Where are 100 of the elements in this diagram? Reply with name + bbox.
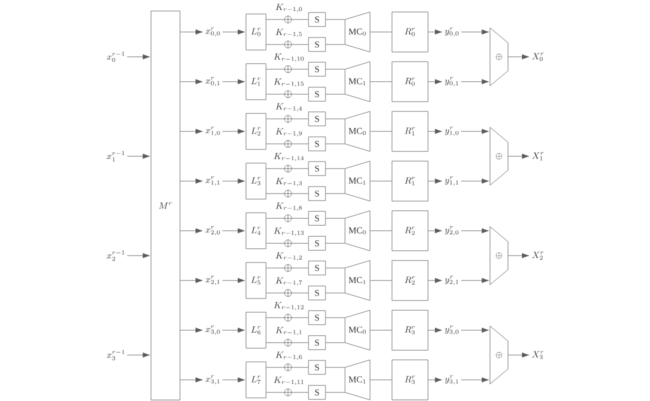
variable-label: $y_{0,1}^{r}$ xyxy=(444,77,458,86)
arrow xyxy=(180,128,203,134)
arrow xyxy=(222,278,245,284)
connector-line xyxy=(292,243,308,244)
arrow xyxy=(428,79,442,84)
arrow xyxy=(460,377,489,382)
connector-line xyxy=(326,193,345,194)
connector-line xyxy=(292,193,308,194)
connector-line xyxy=(326,243,345,244)
s-box: S xyxy=(308,86,326,102)
connector-line xyxy=(266,342,284,343)
linear-layer-box: $L_{0}^{r}$ xyxy=(246,14,266,50)
linear-layer-box: $L_{1}^{r}$ xyxy=(246,63,266,100)
arrow xyxy=(126,54,150,60)
linear-layer-box: $L_{4}^{r}$ xyxy=(246,212,266,250)
xor-trapezoid: $\oplus$ xyxy=(490,226,508,285)
arrow xyxy=(222,29,245,35)
connector-line xyxy=(266,317,284,318)
arrow xyxy=(508,154,530,159)
connector-line xyxy=(266,168,284,169)
arrow xyxy=(222,79,245,84)
key-label: $K_{r-1,9}$ xyxy=(276,128,302,137)
variable-label: $x_{3,0}^{r}$ xyxy=(206,326,220,335)
round-box: $R_{2}^{r}$ xyxy=(392,260,428,301)
connector-line xyxy=(370,230,392,232)
round-box: $R_{0}^{r}$ xyxy=(392,12,428,52)
connector-line xyxy=(292,342,308,343)
arrow xyxy=(180,228,203,234)
key-label: $K_{r-1,6}$ xyxy=(276,352,302,360)
connector-line xyxy=(266,392,284,393)
variable-label: $y_{3,0}^{r}$ xyxy=(444,326,458,335)
variable-label: $X_{3}^{r}$ xyxy=(532,350,544,360)
s-box: S xyxy=(308,310,326,325)
s-box: S xyxy=(308,37,326,52)
key-label: $K_{r-1,4}$ xyxy=(276,103,302,112)
arrow xyxy=(126,253,150,258)
trapezoid-block: $\mathrm{MC}_{1}$ xyxy=(344,360,370,400)
connector-line xyxy=(266,243,284,244)
arrow xyxy=(180,328,203,333)
arrow xyxy=(180,79,203,84)
variable-label: $y_{0,0}^{r}$ xyxy=(444,27,458,37)
arrow xyxy=(222,128,245,134)
variable-label: $X_{0}^{r}$ xyxy=(532,52,544,61)
round-box: $R_{1}^{r}$ xyxy=(392,111,428,152)
arrow xyxy=(180,29,203,35)
arrow xyxy=(428,228,442,234)
arrow xyxy=(428,328,442,333)
xor-trapezoid: $\oplus$ xyxy=(490,127,508,186)
connector-line xyxy=(370,131,392,132)
xor-trapezoid: $\oplus$ xyxy=(490,28,508,86)
connector-line xyxy=(326,392,345,393)
trapezoid-block: $\mathrm{MC}_{1}$ xyxy=(344,61,370,102)
variable-label: $y_{1,0}^{r}$ xyxy=(444,126,458,136)
variable-label: $y_{2,1}^{r}$ xyxy=(444,276,458,286)
key-label: $K_{r-1,10}$ xyxy=(274,54,304,62)
s-box: S xyxy=(308,286,326,300)
connector-line xyxy=(326,218,345,219)
key-label: $K_{r-1,14}$ xyxy=(274,152,304,162)
trapezoid-block: $\mathrm{MC}_{0}$ xyxy=(344,111,370,152)
connector-line xyxy=(292,68,308,70)
variable-label: $x_{1,0}^{r}$ xyxy=(206,126,220,136)
key-label: $K_{r-1,11}$ xyxy=(274,376,304,386)
arrow xyxy=(428,278,442,284)
arrow xyxy=(222,377,245,382)
s-box: S xyxy=(308,260,326,276)
s-box: S xyxy=(308,211,326,226)
key-label: $K_{r-1,1}$ xyxy=(276,327,302,336)
arrow xyxy=(180,278,203,284)
round-box: $R_{3}^{r}$ xyxy=(392,360,428,400)
arrow xyxy=(460,228,489,234)
variable-label: $x_{2,1}^{r}$ xyxy=(206,276,220,286)
arrow xyxy=(428,29,442,35)
connector-line xyxy=(292,218,308,219)
s-box: S xyxy=(308,385,326,400)
round-box: $R_{2}^{r}$ xyxy=(392,210,428,252)
arrow xyxy=(508,54,530,60)
connector-line xyxy=(266,19,284,20)
trapezoid-block: $\mathrm{MC}_{0}$ xyxy=(344,310,370,350)
arrow xyxy=(508,352,530,358)
arrow xyxy=(428,128,442,134)
round-box: $R_{1}^{r}$ xyxy=(392,160,428,202)
connector-line xyxy=(326,168,345,169)
connector-line xyxy=(266,292,284,294)
connector-line xyxy=(292,168,308,169)
connector-line xyxy=(326,317,345,318)
connector-line xyxy=(370,81,392,82)
variable-label: $x_{1,1}^{r}$ xyxy=(206,176,220,186)
variable-label: $x_{2}^{r-1}$ xyxy=(106,250,124,261)
connector-line xyxy=(326,292,345,294)
connector-line xyxy=(266,118,284,120)
mixing-box: $M^{r}$ xyxy=(150,10,180,400)
variable-label: $x_{1}^{r-1}$ xyxy=(106,151,124,162)
variable-label: $x_{3,1}^{r}$ xyxy=(206,375,220,384)
arrow xyxy=(126,352,150,358)
variable-label: $x_{0,1}^{r}$ xyxy=(206,77,220,86)
variable-label: $y_{1,1}^{r}$ xyxy=(444,176,458,186)
connector-line xyxy=(326,68,345,70)
variable-label: $x_{3}^{r-1}$ xyxy=(106,350,124,360)
arrow xyxy=(126,154,150,159)
arrow xyxy=(180,178,203,184)
